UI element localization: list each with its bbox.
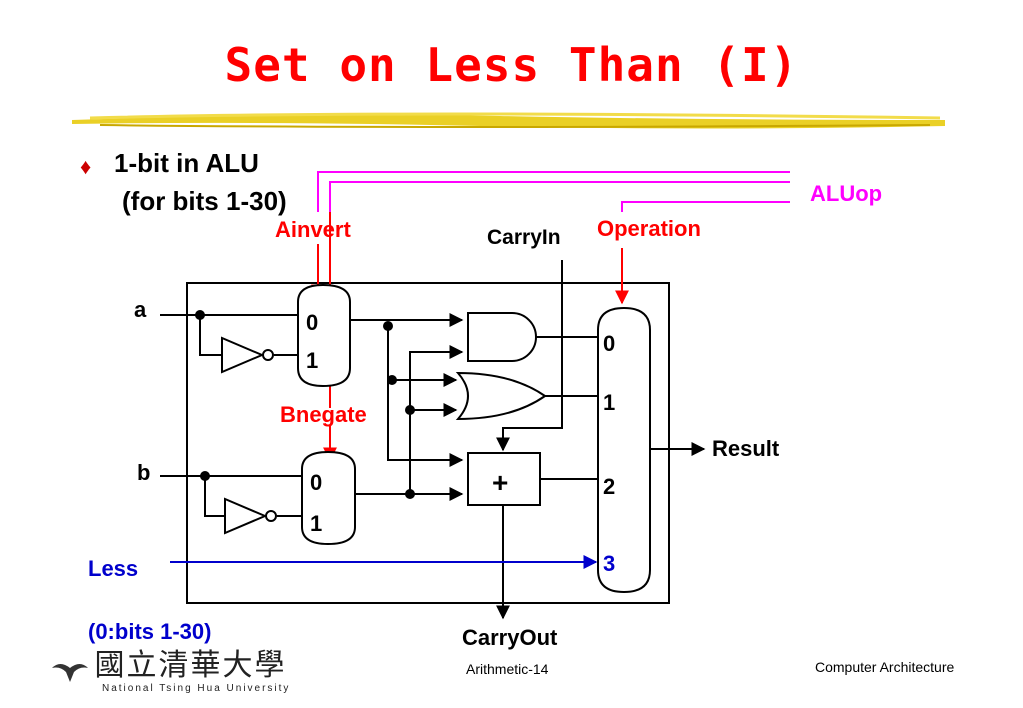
alu-outline-box (186, 282, 670, 604)
bullet-diamond-icon: ♦ (80, 154, 92, 179)
mux-result-input-0: 0 (603, 331, 615, 356)
mux-result-input-2: 2 (603, 474, 615, 499)
operation-label: Operation (597, 216, 701, 241)
mux-b-input-1: 1 (310, 511, 322, 536)
slide-page-label: Arithmetic-14 (466, 661, 549, 677)
bullet-line-2: (for bits 1-30) (122, 186, 287, 216)
junction-b (200, 471, 210, 481)
junction-b-out-2 (405, 405, 415, 415)
or-gate (455, 371, 547, 421)
bullet-line-1: 1-bit in ALU (114, 148, 259, 178)
aluop-label: ALUop (810, 181, 883, 206)
ainvert-label: Ainvert (275, 217, 351, 242)
result-label: Result (712, 436, 780, 461)
mux-b (301, 450, 356, 546)
input-b-label: b (137, 460, 151, 485)
junction-a-out-1 (383, 321, 393, 331)
slide-title: Set on Less Than (I) (224, 38, 799, 92)
junction-a-out-2 (387, 375, 397, 385)
mux-a-input-1: 1 (306, 348, 318, 373)
mux-a-output-wires (350, 313, 464, 467)
input-a-wiring (160, 314, 298, 374)
adder-symbol: + (492, 467, 508, 498)
university-name-cn: 國立清華大學 (94, 648, 287, 683)
mux-b-output-wires (355, 345, 464, 501)
mux-result (597, 306, 651, 594)
mux-result-input-3: 3 (603, 551, 615, 576)
inverter-a-bubble (262, 349, 274, 361)
mux-a-input-0: 0 (306, 310, 318, 335)
university-emblem-icon (52, 663, 88, 682)
university-name-en: National Tsing Hua University (102, 683, 291, 694)
input-a-label: a (134, 297, 147, 322)
junction-a (195, 310, 205, 320)
input-b-wiring (160, 475, 302, 535)
mux-result-input-1: 1 (603, 390, 615, 415)
less-note: (0:bits 1-30) (88, 619, 212, 644)
university-logo: 國立清華大學 (50, 640, 286, 684)
less-label: Less (88, 556, 139, 581)
carryout-label: CarryOut (462, 625, 558, 650)
and-gate (467, 312, 537, 362)
carryin-label: CarryIn (487, 226, 561, 249)
bnegate-label: Bnegate (280, 402, 367, 427)
inverter-b-bubble (265, 510, 277, 522)
carryin-wire (496, 260, 563, 452)
junction-b-out-1 (405, 489, 415, 499)
aluop-bus (317, 171, 790, 212)
course-name: Computer Architecture (815, 659, 955, 675)
mux-a (297, 283, 351, 388)
title-underline (72, 112, 945, 129)
mux-b-input-0: 0 (310, 470, 322, 495)
gate-output-wires (536, 336, 598, 480)
